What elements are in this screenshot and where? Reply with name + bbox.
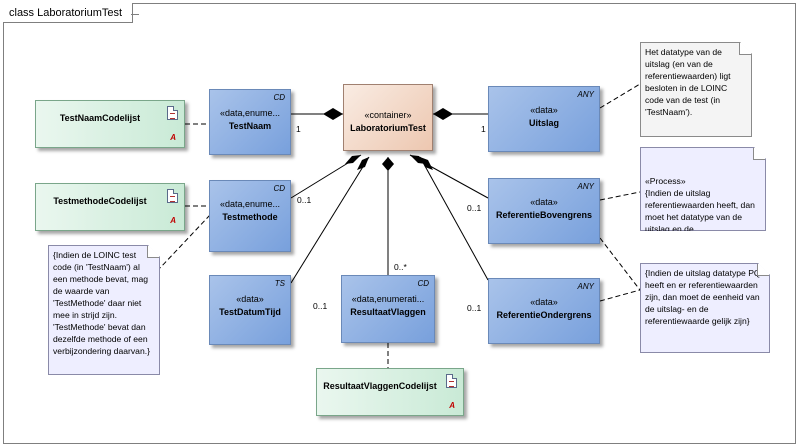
document-icon — [167, 106, 178, 120]
class-name: LaboratoriumTest — [350, 123, 426, 133]
multiplicity-testmethode: 0..1 — [297, 195, 312, 205]
datatype-label: TS — [274, 279, 285, 288]
aggregation-diamonds — [323, 108, 453, 171]
class-name: TestNaam — [228, 121, 272, 131]
stereotype-label: «data» — [530, 297, 558, 307]
assoc-testdatumtijd — [290, 156, 370, 284]
datatype-label: ANY — [577, 90, 594, 99]
document-icon — [167, 189, 178, 203]
stereotype-label: «data» — [236, 294, 264, 304]
class-name: ReferentieBovengrens — [495, 210, 593, 220]
stereotype-label: «data» — [530, 197, 558, 207]
codelist-name: ResultaatVlaggenCodelijst — [323, 381, 437, 391]
multiplicity-referentieondergrens: 0..1 — [467, 303, 482, 313]
multiplicity-testnaam: 1 — [296, 124, 301, 134]
abstract-mark: A — [170, 133, 176, 142]
class-testnaam[interactable]: CD «data,enume... TestNaam — [209, 89, 291, 155]
codelist-name: TestNaamCodelijst — [59, 113, 141, 123]
class-name: Uitslag — [528, 118, 559, 128]
multiplicity-referentiebovengrens: 0..1 — [467, 203, 482, 213]
class-name: TestDatumTijd — [219, 307, 281, 317]
stereotype-label: «container» — [364, 110, 412, 120]
datatype-label: ANY — [577, 182, 594, 191]
stereotype-label: «data,enumerati... — [351, 294, 425, 304]
note-text: {Indien de LOINC test code (in 'TestNaam… — [53, 250, 150, 356]
multiplicity-resultaatvlaggen: 0..* — [394, 262, 407, 272]
class-name: Testmethode — [222, 212, 278, 222]
class-uitslag[interactable]: ANY «data» Uitslag — [488, 86, 600, 152]
note-text: {Indien de uitslag datatype PQ heeft en … — [645, 268, 761, 326]
class-name: ResultaatVlaggen — [350, 307, 426, 317]
class-resultaatvlaggen[interactable]: CD «data,enumerati... ResultaatVlaggen — [341, 275, 435, 343]
codelist-name: TestmethodeCodelijst — [53, 196, 147, 206]
note-uitslag[interactable]: Het datatype van de uitslag (en van de r… — [640, 42, 752, 137]
datatype-label: CD — [273, 93, 285, 102]
stereotype-label: «data,enume... — [219, 199, 281, 209]
stereotype-label: «data,enume... — [219, 108, 281, 118]
note-bovengrens[interactable]: «Process» {Indien de uitslag referentiew… — [640, 147, 766, 231]
class-laboratoriumtest[interactable]: «container» LaboratoriumTest — [343, 84, 433, 151]
abstract-mark: A — [170, 216, 176, 225]
abstract-mark: A — [449, 401, 455, 410]
codelist-resultaatvlaggen[interactable]: ResultaatVlaggenCodelijst A — [316, 368, 464, 416]
class-testdatumtijd[interactable]: TS «data» TestDatumTijd — [209, 275, 291, 345]
note-text: Het datatype van de uitslag (en van de r… — [645, 47, 731, 117]
class-name: ReferentieOndergrens — [496, 310, 592, 320]
datatype-label: ANY — [577, 282, 594, 291]
stereotype-label: «data» — [530, 105, 558, 115]
frame-label: class LaboratoriumTest — [3, 3, 134, 23]
class-referentiebovengrens[interactable]: ANY «data» ReferentieBovengrens — [488, 178, 600, 244]
datatype-label: CD — [273, 184, 285, 193]
assoc-ondergrens — [419, 156, 489, 281]
multiplicity-uitslag: 1 — [481, 124, 486, 134]
codelist-testnaam[interactable]: TestNaamCodelijst A — [35, 100, 185, 148]
class-testmethode[interactable]: CD «data,enume... Testmethode — [209, 180, 291, 252]
datatype-label: CD — [417, 279, 429, 288]
class-referentieondergrens[interactable]: ANY «data» ReferentieOndergrens — [488, 278, 600, 344]
note-ondergrens[interactable]: {Indien de uitslag datatype PQ heeft en … — [640, 263, 770, 353]
note-testmethode[interactable]: {Indien de LOINC test code (in 'TestNaam… — [48, 245, 160, 375]
document-icon — [446, 374, 457, 388]
multiplicity-testdatumtijd: 0..1 — [313, 301, 328, 311]
codelist-testmethode[interactable]: TestmethodeCodelijst A — [35, 183, 185, 231]
